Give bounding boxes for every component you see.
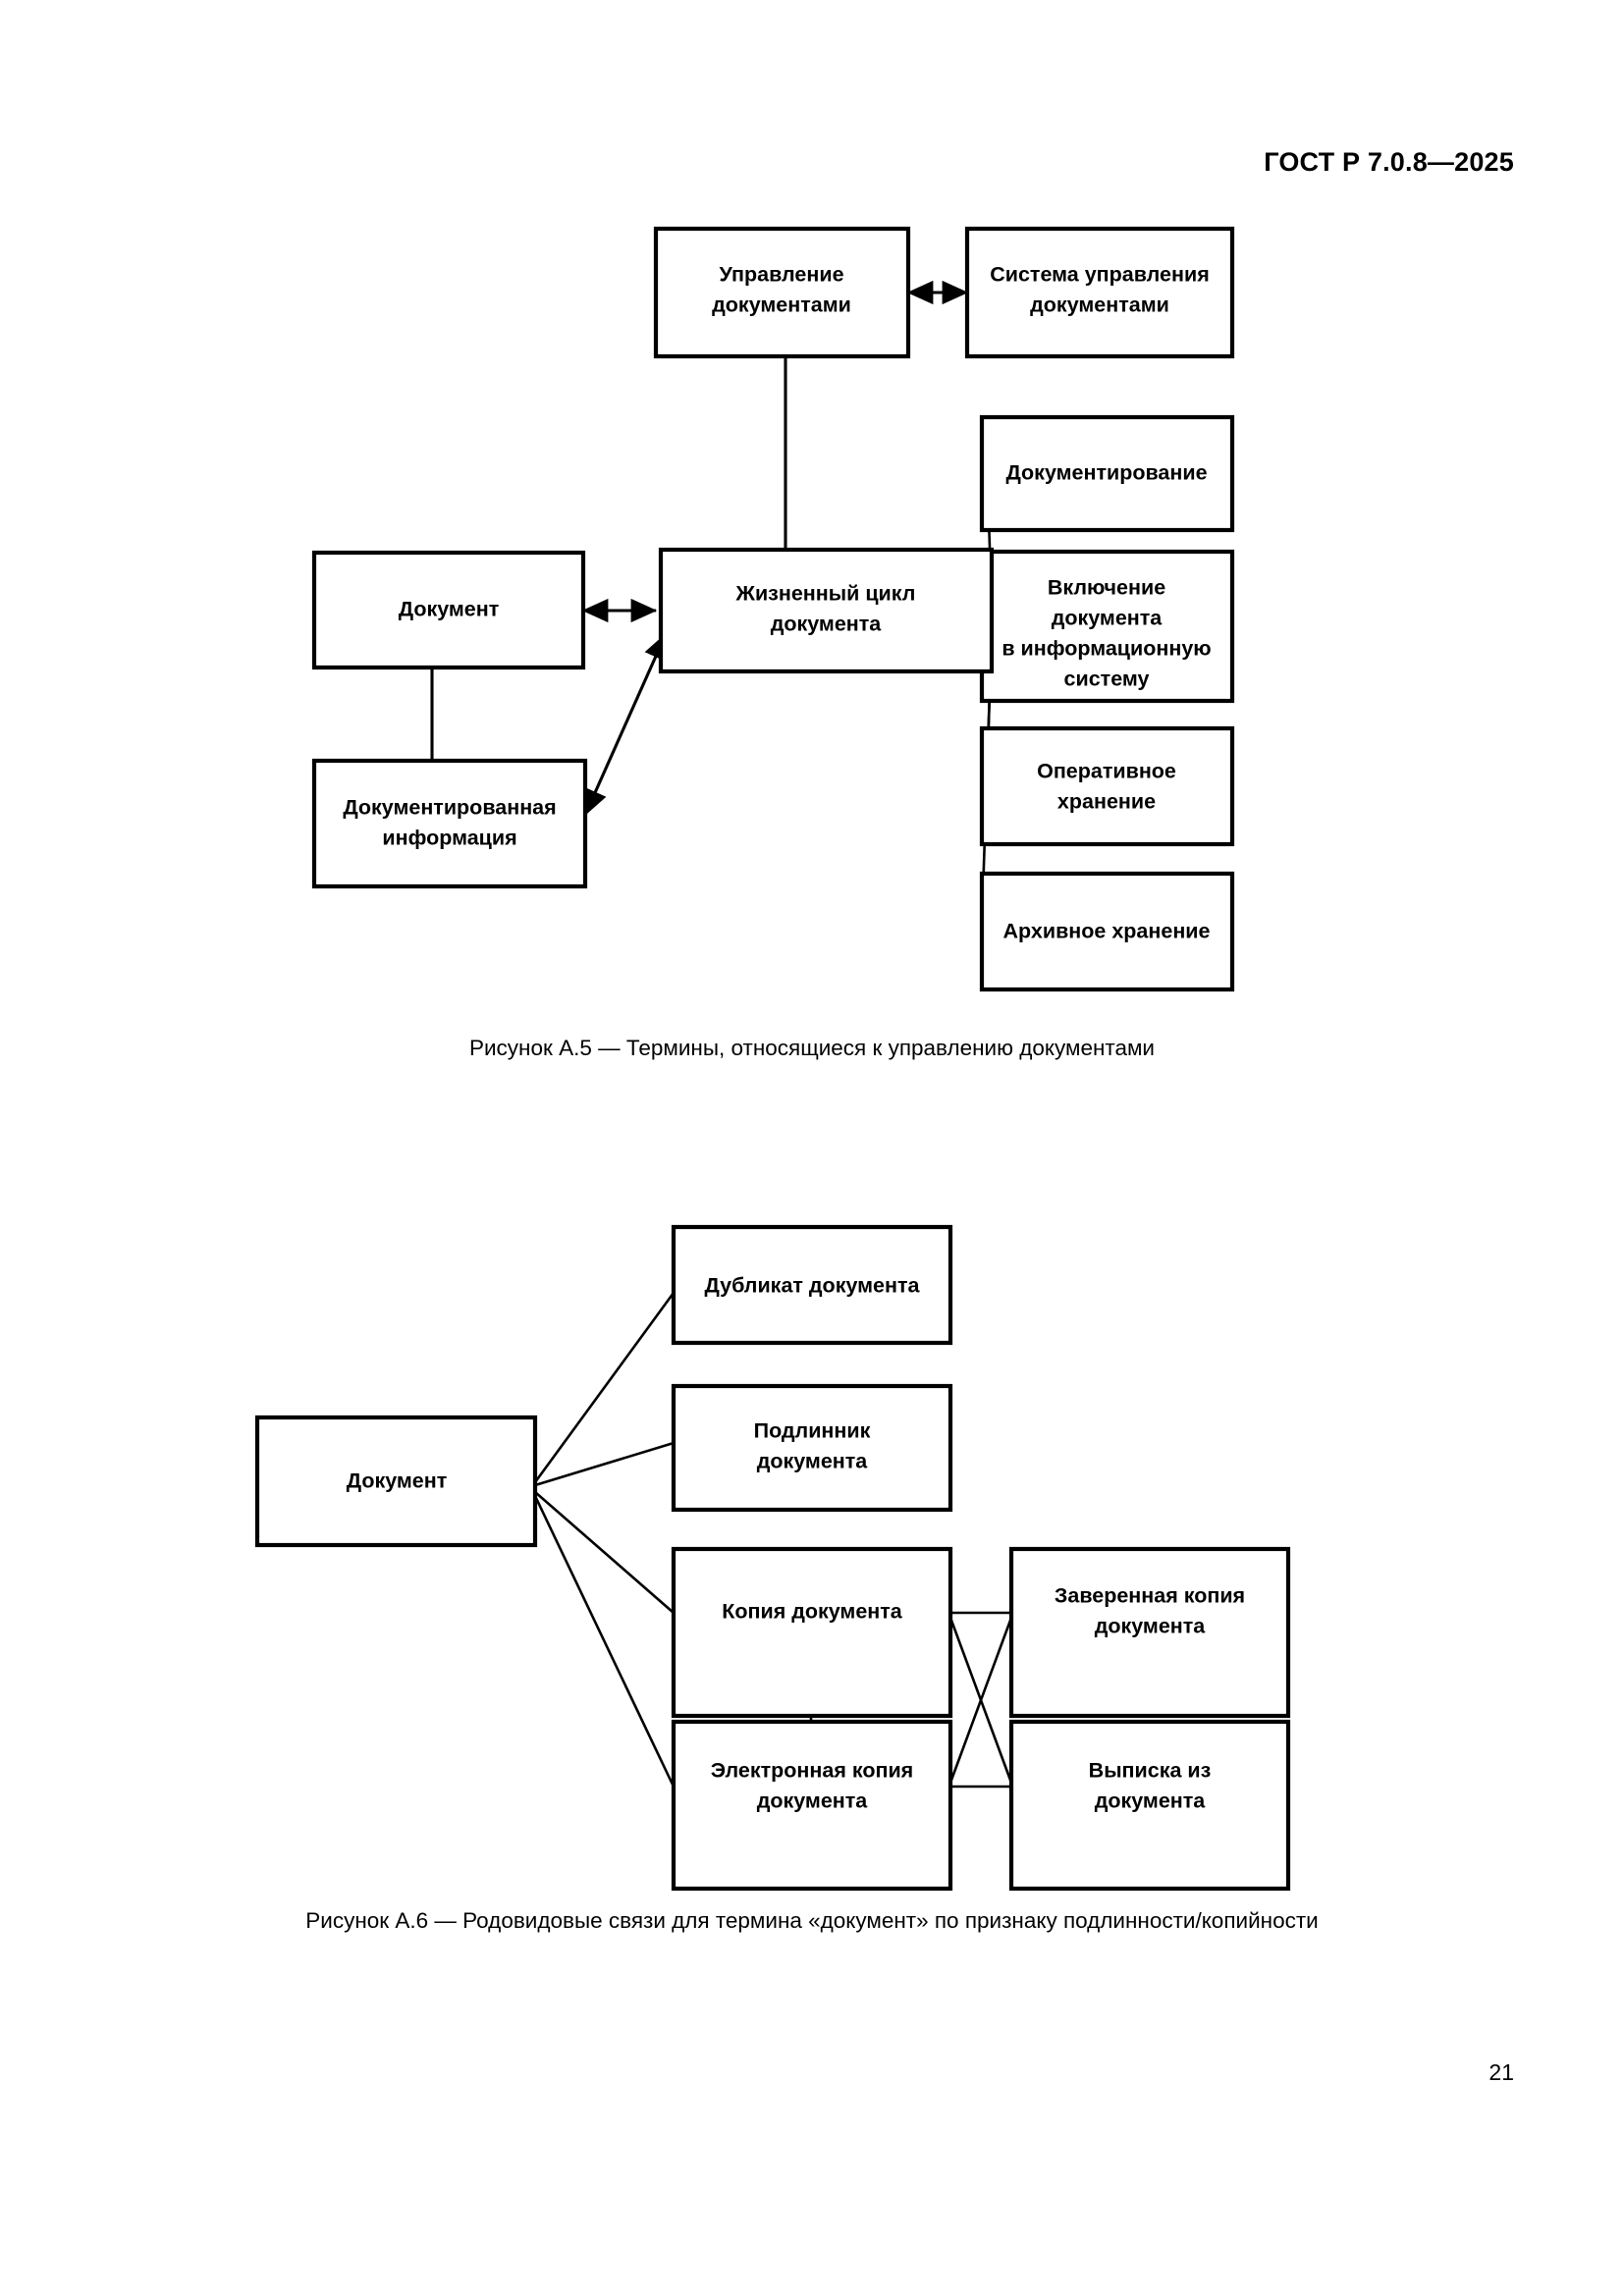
node-zhiznenny-cikl-line1: Жизненный цикл [735,582,916,606]
node-sistema-upravleniya-dokumentami [964,226,1235,359]
node-dokumentirovannaya-line2: информация [382,827,516,850]
node-elektronnaya-line1: Электронная копия [711,1759,913,1783]
link-a6-document-to-kopiya [534,1491,675,1614]
node-zhiznenny-cikl-line2: документа [771,613,883,636]
node-zaverennaya-kopiya-dokumenta [1008,1546,1291,1719]
node-upravlenie-dokumentami [653,226,911,359]
link-a6-document-to-podlinnik [534,1441,675,1487]
node-vklyuchenie-line4: систему [1064,667,1150,691]
standard-number-header: ГОСТ Р 7.0.8—2025 [1264,147,1514,177]
node-dokumentirovanie-label: Документирование [1005,461,1207,485]
node-upravlenie-dokumentami-line2: документами [712,294,851,317]
node-podlinnik-line2: документа [757,1450,869,1473]
figure-a5-diagram: Управление документами Система управлени… [311,226,1235,992]
node-elektronnaya-line2: документа [757,1789,869,1813]
node-podlinnik-dokumenta [671,1383,953,1513]
node-zhiznenny-cikl-dokumenta [658,547,995,674]
node-vklyuchenie-line1: Включение [1048,576,1165,600]
node-vklyuchenie-line2: документа [1052,607,1164,630]
figure-a6-caption: Рисунок А.6 — Родовидовые связи для терм… [305,1908,1319,1933]
node-elektronnaya-kopiya-dokumenta [671,1719,953,1892]
figure-a5-caption: Рисунок А.5 — Термины, относящиеся к упр… [468,1036,1155,1060]
node-kopiya-dokumenta [671,1546,953,1719]
node-operativnoe-hranenie [979,725,1235,847]
node-vypiska-line1: Выписка из [1089,1759,1212,1783]
node-zaverennaya-line2: документа [1095,1615,1207,1638]
node-dublikat-dokumenta [671,1224,953,1346]
node-podlinnik-line1: Подлинник [754,1419,871,1443]
node-dublikat-label: Дубликат документа [705,1274,921,1298]
node-dokumentirovannaya-line1: Документированная [343,796,556,820]
node-vklyuchenie-line3: в информационную [1001,637,1211,661]
link-a6-document-to-elektronnaya [533,1495,676,1788]
page-number: 21 [1489,2059,1514,2085]
node-dokumentirovannaya-informaciya [311,758,588,889]
node-vypiska-iz-dokumenta [1008,1719,1291,1892]
node-operativnoe-line1: Оперативное [1037,760,1176,783]
node-dokumentirovanie [979,414,1235,533]
node-document-a6 [254,1415,538,1548]
link-dokumentirovannaya-to-lifecycle [583,632,668,817]
node-document-a5-label: Документ [399,598,500,621]
node-document-a5 [311,550,586,670]
node-zaverennaya-line1: Заверенная копия [1055,1584,1245,1608]
node-vypiska-line2: документа [1095,1789,1207,1813]
link-a6-elektronnaya-to-zaverennaya [948,1617,1013,1784]
node-operativnoe-line2: хранение [1057,790,1156,814]
node-arhivnoe-hranenie [979,871,1235,992]
node-vklyuchenie-dokumenta [979,549,1235,704]
node-kopiya-label: Копия документа [722,1600,903,1624]
link-a6-document-to-dublikat [533,1292,676,1483]
node-document-a6-label: Документ [347,1469,448,1493]
node-sistema-upravleniya-line2: документами [1030,294,1169,317]
node-sistema-upravleniya-line1: Система управления [990,263,1210,287]
node-arhivnoe-label: Архивное хранение [1003,920,1211,943]
node-upravlenie-dokumentami-line1: Управление [719,263,843,287]
